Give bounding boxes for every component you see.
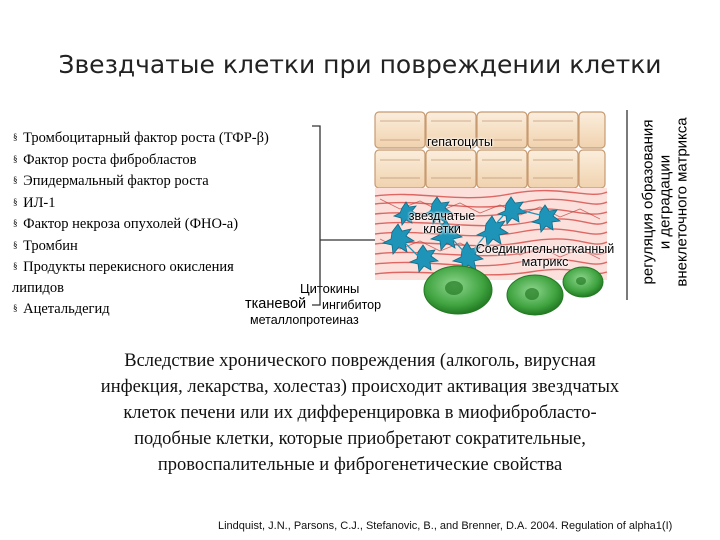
regulation-line3: внеклеточного матрикса	[674, 117, 691, 286]
citation: Lindquist, J.N., Parsons, C.J., Stefanov…	[218, 520, 672, 532]
summary-line: инфекция, лекарства, холестаз) происходи…	[40, 374, 680, 400]
stellate-cells-label-line2: клетки	[392, 223, 492, 236]
matrix-label: Соединительнотканный матрикс	[470, 243, 620, 269]
hepatocytes-label: гепатоциты	[410, 136, 510, 149]
regulation-line1: регуляция образования	[640, 117, 657, 286]
stellate-cells-label: звездчатые клетки	[392, 210, 492, 236]
matrix-label-line2: матрикс	[470, 256, 620, 269]
matrix-regulation-label: регуляция образования и деградации внекл…	[633, 88, 697, 316]
hepatocyte-cell	[426, 150, 476, 188]
hepatocyte-cell	[579, 150, 605, 188]
summary-paragraph: Вследствие хронического повреждения (алк…	[40, 348, 680, 478]
green-cell-nucleus	[576, 277, 586, 285]
hepatocyte-cell	[528, 112, 578, 148]
hepatocyte-cell	[375, 150, 425, 188]
hepatocyte-row-bottom	[375, 150, 605, 188]
hepatocyte-cell	[579, 112, 605, 148]
summary-line: подобные клетки, которые приобретают сок…	[40, 426, 680, 452]
green-cell-nucleus	[445, 281, 463, 295]
hepatocyte-cell	[477, 150, 527, 188]
green-cell-nucleus	[525, 288, 539, 300]
bracket-line	[312, 126, 320, 305]
summary-line: провоспалительные и фиброгенетические св…	[40, 452, 680, 478]
summary-line: Вследствие хронического повреждения (алк…	[40, 348, 680, 374]
hepatocyte-cell	[528, 150, 578, 188]
regulation-line2: и деградации	[657, 117, 674, 286]
summary-line: клеток печени или их дифференцировка в м…	[40, 400, 680, 426]
